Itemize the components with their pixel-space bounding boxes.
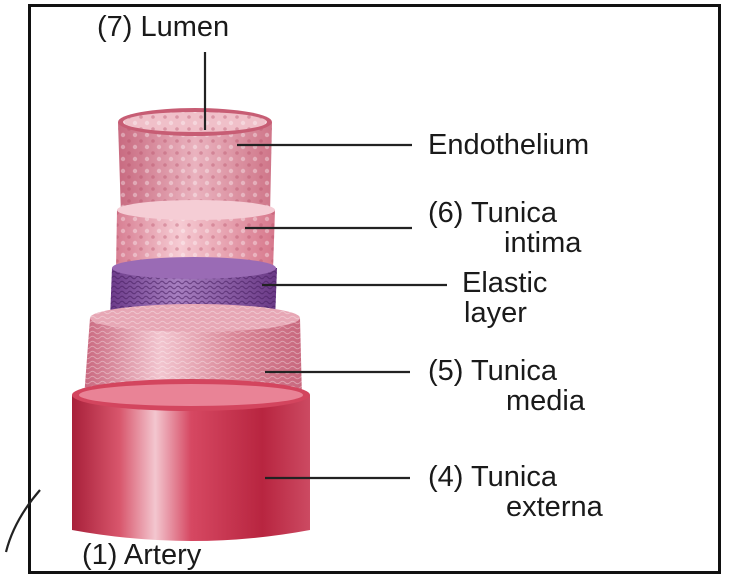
endothelium-layer <box>118 108 272 215</box>
endothelium-label: Endothelium <box>428 130 589 160</box>
tunica-externa-layer <box>72 379 310 541</box>
tunica-intima-label: (6) Tunica intima <box>428 198 581 258</box>
elastic-layer-label-line2: layer <box>462 298 547 328</box>
tunica-externa-label-line2: externa <box>428 492 603 522</box>
artery-label: (1) Artery <box>82 540 201 570</box>
elastic-layer-label-line1: Elastic <box>462 268 547 298</box>
artery-pointer-curve <box>6 490 40 552</box>
tunica-externa-label: (4) Tunica externa <box>428 462 603 522</box>
tunica-media-label-line2: media <box>428 386 585 416</box>
elastic-layer-label: Elastic layer <box>462 268 547 328</box>
tunica-externa-label-line1: (4) Tunica <box>428 462 603 492</box>
lumen-label: (7) Lumen <box>97 12 229 42</box>
tunica-media-label: (5) Tunica media <box>428 356 585 416</box>
tunica-media-label-line1: (5) Tunica <box>428 356 585 386</box>
tunica-intima-label-line2: intima <box>428 228 581 258</box>
tunica-intima-label-line1: (6) Tunica <box>428 198 581 228</box>
